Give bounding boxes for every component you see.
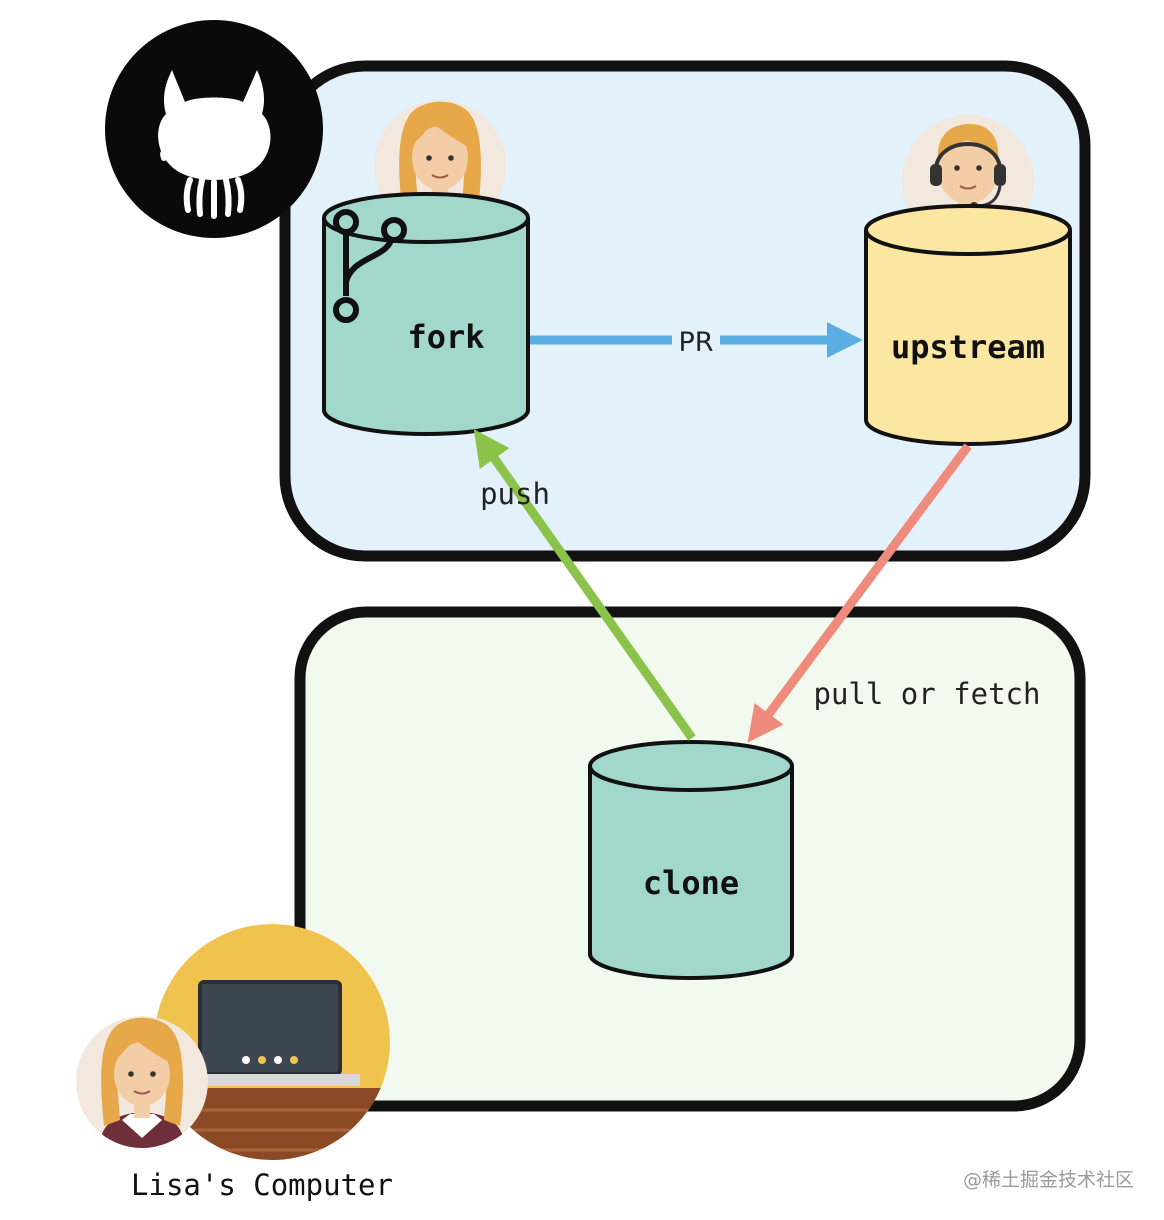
pull-arrow xyxy=(747,443,972,743)
git-branch-icon xyxy=(333,209,407,323)
clone-label: clone xyxy=(643,864,739,902)
push-arrow xyxy=(473,429,696,741)
pull-fetch-label: pull or fetch xyxy=(814,677,1041,711)
push-label: push xyxy=(480,477,550,511)
upstream-repo xyxy=(864,204,1072,446)
github-octocat-icon xyxy=(105,20,323,238)
pr-label: PR xyxy=(678,327,713,358)
fork-repo xyxy=(322,192,530,436)
watermark: @稀土掘金技术社区 xyxy=(963,1169,1134,1191)
fork-label: fork xyxy=(407,318,484,356)
clone-repo xyxy=(588,740,794,980)
computer-label: Lisa's Computer xyxy=(131,1168,393,1202)
upstream-label: upstream xyxy=(891,328,1045,366)
lisa-computer-avatar xyxy=(76,1016,208,1148)
